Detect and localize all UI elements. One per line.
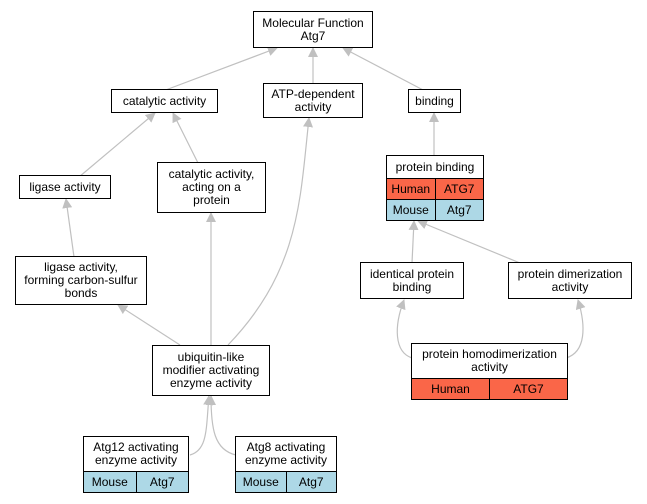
node-atp-dependent-activity[interactable]: ATP-dependent activity — [263, 83, 363, 118]
species-cell: Mouse — [236, 472, 286, 492]
node-catalytic-activity[interactable]: catalytic activity — [111, 89, 218, 113]
node-ligase-activity-carbon-sulfur[interactable]: ligase activity, forming carbon-sulfur b… — [15, 256, 147, 305]
edge-dimerization-to-protein-binding — [417, 219, 521, 264]
species-cell: Human — [412, 379, 489, 399]
edge-identical-to-protein-binding — [408, 220, 419, 264]
species-cell: Mouse — [84, 472, 136, 492]
gene-cell[interactable]: ATG7 — [434, 179, 483, 199]
edge-ubiquitin-to-ligase-cs — [117, 304, 181, 346]
edge-homodim-to-dimerization — [565, 299, 586, 359]
edge-catalytic-to-root — [162, 46, 278, 92]
edge-homodim-to-identical — [396, 299, 413, 359]
gene-cell[interactable]: Atg7 — [135, 472, 188, 492]
node-catalytic-activity-acting-on-protein[interactable]: catalytic activity, acting on a protein — [157, 162, 266, 213]
edge-catalytic-protein-to-catalytic — [172, 112, 199, 164]
node-binding[interactable]: binding — [408, 89, 461, 113]
edge-ligase-to-catalytic — [78, 112, 156, 178]
node-protein-dimerization-activity[interactable]: protein dimerization activity — [508, 262, 632, 299]
node-protein-homodimerization-activity[interactable]: protein homodimerization activity Human … — [411, 343, 568, 400]
annotation-row-mouse: Mouse Atg7 — [236, 471, 336, 492]
node-ubiquitin-like-modifier[interactable]: ubiquitin-like modifier activating enzym… — [152, 345, 270, 396]
edge-binding-to-root — [342, 47, 426, 92]
node-ligase-activity[interactable]: ligase activity — [19, 175, 111, 199]
species-cell: Human — [387, 179, 435, 199]
gene-cell[interactable]: Atg7 — [285, 472, 336, 492]
edge-atg8-to-ubiquitin — [206, 395, 237, 456]
node-atg8-activating-enzyme[interactable]: Atg8 activating enzyme activity Mouse At… — [235, 436, 337, 493]
edge-ubiquitin-to-atp — [227, 117, 313, 346]
node-identical-protein-binding[interactable]: identical protein binding — [360, 262, 464, 299]
edge-atg12-to-ubiquitin — [189, 395, 214, 456]
node-protein-binding[interactable]: protein binding Human ATG7 Mouse Atg7 — [386, 155, 484, 221]
species-cell: Mouse — [387, 200, 435, 220]
annotation-row-mouse: Mouse Atg7 — [84, 471, 188, 492]
node-atg12-activating-enzyme[interactable]: Atg12 activating enzyme activity Mouse A… — [83, 436, 189, 493]
annotation-row-mouse: Mouse Atg7 — [387, 199, 483, 220]
node-molecular-function-root[interactable]: Molecular Function Atg7 — [253, 11, 373, 48]
annotation-row-human: Human ATG7 — [412, 378, 567, 399]
edge-ligase-cs-to-ligase — [62, 198, 75, 258]
gene-cell[interactable]: ATG7 — [489, 379, 567, 399]
annotation-row-human: Human ATG7 — [387, 178, 483, 199]
gene-cell[interactable]: Atg7 — [434, 200, 483, 220]
